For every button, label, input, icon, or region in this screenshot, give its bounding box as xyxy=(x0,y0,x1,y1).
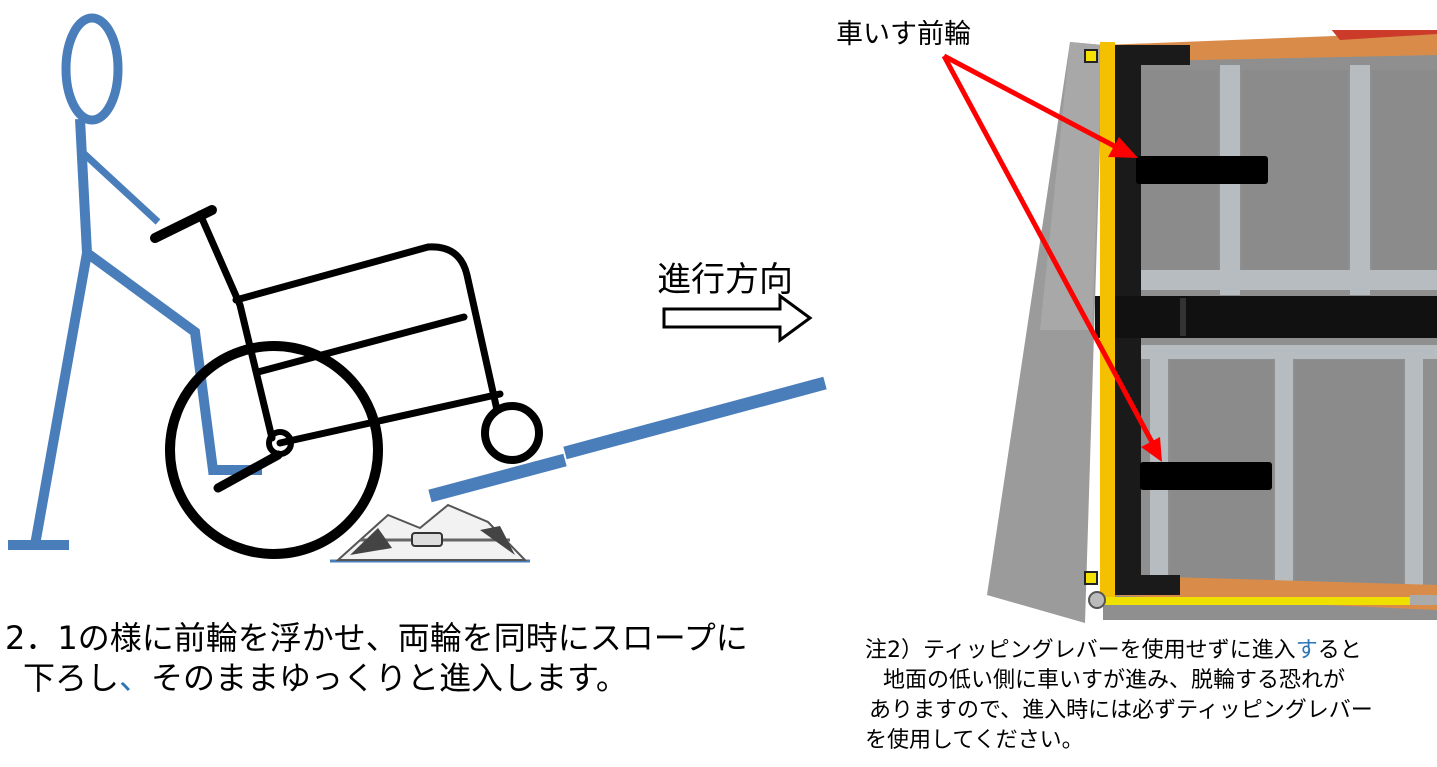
note-line-1: 注2）ティッピングレバーを使用せずに進入すると xyxy=(865,638,1362,663)
ramp-slope xyxy=(428,376,827,503)
note-line-2: 地面の低い側に車いすが進み、脱輪する恐れが xyxy=(883,668,1346,693)
note-line-3: ありますので、進入時には必ずティッピングレバー xyxy=(869,698,1373,723)
front-wheel-mark-bottom xyxy=(1140,462,1272,490)
direction-arrow-icon xyxy=(662,293,813,343)
caregiver-figure xyxy=(8,13,262,550)
pointer-arrows xyxy=(941,53,1162,462)
wheelchair-armrest xyxy=(232,243,501,414)
instruction-line-1: 2．1の様に前輪を浮かせ、両輪を同時にスロープに xyxy=(5,619,748,657)
wheelchair-backrest xyxy=(196,210,276,442)
caregiver-front-leg xyxy=(84,248,262,475)
wheelchair xyxy=(150,205,543,559)
direction-label: 進行方向 xyxy=(657,260,793,300)
red-arrowhead-icon xyxy=(1141,437,1162,462)
ramp-hinge-illustration xyxy=(330,503,530,563)
front-wheel-label: 車いす前輪 xyxy=(836,19,971,50)
wheelchair-front-caster xyxy=(481,402,543,464)
note-line-4: を使用してください。 xyxy=(865,728,1084,753)
ramp-photo xyxy=(960,30,1437,630)
wheelchair-frame-bottom xyxy=(276,390,504,447)
wheelchair-rear-wheel xyxy=(165,341,383,559)
front-wheel-mark-top xyxy=(1136,156,1268,184)
instruction-text: 2．1の様に前輪を浮かせ、両輪を同時にスロープに 下ろし、そのままゆっくりと進入… xyxy=(5,618,748,698)
red-arrowhead-icon xyxy=(1108,137,1138,158)
tipping-lever xyxy=(1100,597,1420,605)
caregiver-arm xyxy=(77,147,161,225)
wheelchair-footrest xyxy=(213,450,283,493)
caregiver-back-leg xyxy=(30,252,92,546)
instruction-line-2: 下ろし、そのままゆっくりと進入します。 xyxy=(23,659,628,697)
caregiver-head xyxy=(61,13,123,125)
caution-note: 注2）ティッピングレバーを使用せずに進入すると 地面の低い側に車いすが進み、脱輪… xyxy=(865,636,1373,756)
ramp-yellow-rail xyxy=(1100,42,1115,597)
wheelchair-seat xyxy=(254,313,468,376)
caregiver-torso xyxy=(75,118,92,254)
